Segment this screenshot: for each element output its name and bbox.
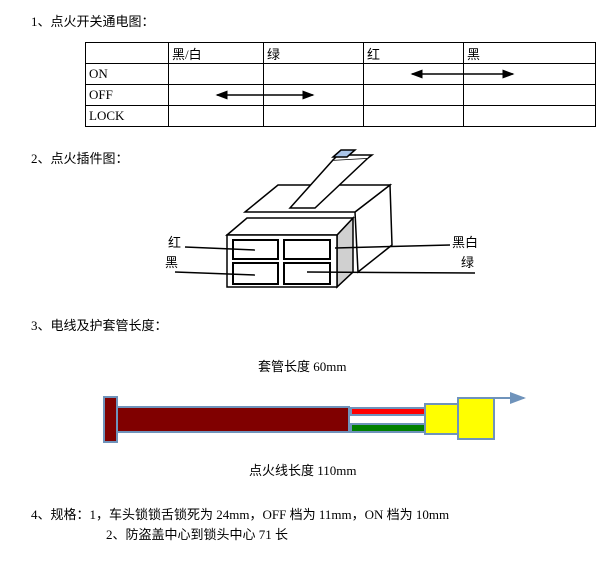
label-black-white: 黑白 bbox=[452, 235, 479, 250]
label-red: 红 bbox=[168, 235, 182, 250]
plug-small bbox=[424, 403, 459, 435]
section2-heading: 2、点火插件图： bbox=[31, 151, 129, 166]
table-row: OFF bbox=[85, 84, 596, 106]
sleeve bbox=[116, 406, 350, 433]
table-row: LOCK bbox=[85, 105, 596, 127]
sleeve-length: 套管长度 60mm bbox=[258, 359, 347, 374]
spec-line2: 2、防盗盖中心到锁头中心 71 长 bbox=[106, 527, 289, 542]
label-black: 黑 bbox=[165, 255, 179, 270]
wire-drawing bbox=[103, 392, 526, 443]
row-label: LOCK bbox=[85, 105, 169, 127]
label-green: 绿 bbox=[461, 255, 475, 270]
section4-heading: 4、规格：1，车头锁锁舌锁死为 24mm，OFF 档为 11mm，ON 档为 1… bbox=[31, 507, 450, 522]
ignition-switch-table: 黑/白 绿 红 黑 ON OFF LOCK bbox=[85, 42, 596, 127]
plug-large bbox=[457, 397, 495, 440]
sleeve-cap bbox=[103, 396, 118, 443]
section1-heading: 1、点火开关通电图： bbox=[31, 14, 155, 29]
wire-length: 点火线长度 110mm bbox=[249, 463, 357, 478]
red-wire bbox=[350, 407, 426, 416]
header-cell: 黑 bbox=[463, 42, 596, 64]
section3-heading: 3、电线及护套管长度： bbox=[31, 318, 168, 333]
connector-drawing bbox=[174, 149, 476, 289]
green-wire bbox=[350, 423, 426, 433]
